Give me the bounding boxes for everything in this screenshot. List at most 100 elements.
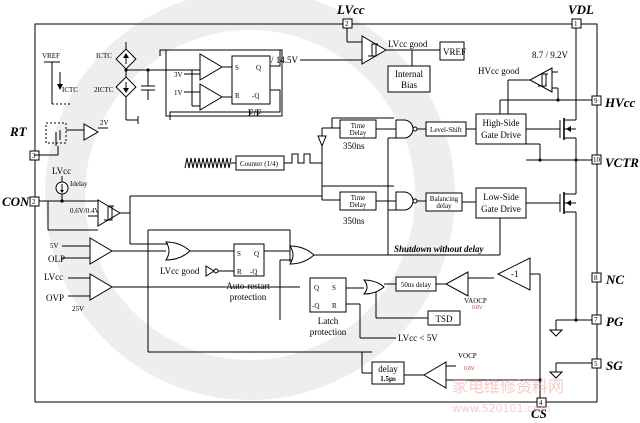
svg-text:protection: protection	[230, 292, 267, 302]
svg-text:Bias: Bias	[401, 80, 417, 90]
svg-text:-1: -1	[511, 269, 519, 279]
svg-text:VREF: VREF	[443, 47, 466, 57]
high-side-gate-drive	[475, 113, 527, 145]
auto-restart-latch	[233, 243, 265, 277]
svg-text:2: 2	[345, 20, 349, 28]
svg-text:Idelay: Idelay	[70, 180, 88, 188]
lvcc-uvlo: 11.3 / 14.5V LVcc good VREF Internal Bia…	[253, 28, 466, 93]
svg-text:2V: 2V	[100, 119, 109, 127]
svg-text:-Q: -Q	[252, 92, 259, 100]
svg-text:350ns: 350ns	[343, 141, 365, 151]
or-gate-shutdown	[289, 245, 315, 265]
svg-text:ICTC: ICTC	[96, 52, 112, 60]
svg-text:0.6V: 0.6V	[472, 305, 483, 311]
svg-text:11.3 / 14.5V: 11.3 / 14.5V	[253, 55, 298, 65]
svg-text:Time: Time	[351, 122, 366, 130]
pin-vctr: 10 VCTR	[591, 154, 639, 170]
svg-text:OLP: OLP	[48, 254, 65, 264]
svg-text:S: S	[332, 284, 336, 292]
and-gate-high	[395, 119, 414, 139]
svg-text:9: 9	[594, 97, 598, 105]
svg-text:LVcc: LVcc	[52, 166, 71, 176]
svg-text:R: R	[332, 302, 337, 310]
olp-comparator	[89, 237, 113, 265]
comparator-3v	[199, 53, 223, 81]
internal-bias-box	[387, 65, 431, 93]
oscillator: VREF ICTC 2V ICTC 2ICTC	[34, 42, 322, 171]
svg-text:5: 5	[594, 360, 598, 368]
svg-text:OVP: OVP	[46, 293, 64, 303]
svg-text:HVcc: HVcc	[604, 95, 636, 110]
svg-text:Level-Shift: Level-Shift	[430, 126, 462, 134]
pin-con: 2 CON	[2, 194, 40, 209]
or-gate-olp	[165, 241, 191, 261]
latch-protection	[309, 277, 347, 313]
svg-text:1: 1	[574, 20, 578, 28]
svg-text:TSD: TSD	[435, 314, 453, 324]
svg-text:F/F: F/F	[248, 108, 262, 118]
svg-text:5V: 5V	[50, 242, 59, 250]
comparator-1v	[199, 83, 223, 111]
svg-text:10: 10	[593, 156, 601, 164]
svg-text:Low-Side: Low-Side	[483, 192, 519, 202]
svg-text:VREF: VREF	[42, 52, 60, 60]
svg-text:Auto-restart: Auto-restart	[226, 281, 270, 291]
svg-text:8.7 / 9.2V: 8.7 / 9.2V	[532, 50, 569, 60]
svg-text:1.5μs: 1.5μs	[380, 375, 396, 383]
svg-text:www.520101.com: www.520101.com	[452, 402, 550, 415]
svg-text:2: 2	[32, 198, 36, 206]
svg-text:S: S	[237, 250, 241, 258]
hvcc-comparator	[528, 67, 553, 93]
tsd-box	[427, 310, 461, 326]
svg-text:-Q: -Q	[312, 302, 319, 310]
gate-drivers: High-Side Gate Drive Low-Side Gate Drive…	[475, 28, 592, 379]
svg-text:VAOCP: VAOCP	[464, 297, 487, 305]
aocp-comparator	[444, 271, 469, 297]
svg-text:Q: Q	[256, 64, 261, 72]
svg-text:Delay: Delay	[350, 201, 367, 209]
svg-text:Internal: Internal	[395, 69, 423, 79]
svg-text:VDL: VDL	[568, 2, 594, 17]
svg-text:HVcc good: HVcc good	[478, 66, 520, 76]
svg-text:3: 3	[32, 152, 36, 160]
ocp-comparator	[423, 361, 447, 389]
svg-text:R: R	[237, 268, 242, 276]
svg-text:0.6V/0.4V: 0.6V/0.4V	[70, 207, 100, 215]
svg-text:Gate Drive: Gate Drive	[481, 204, 521, 214]
svg-text:50ns delay: 50ns delay	[401, 281, 432, 289]
time-delay-chain: Time Delay 350ns Time Delay 350ns Level-…	[317, 117, 476, 226]
pin-nc: 8 NC	[591, 272, 624, 287]
svg-text:S: S	[235, 64, 239, 72]
svg-text:CS: CS	[531, 406, 547, 421]
svg-text:Latch: Latch	[318, 316, 339, 326]
svg-text:Balancing: Balancing	[430, 195, 459, 203]
svg-text:LVcc good: LVcc good	[388, 39, 428, 49]
svg-text:VCTR: VCTR	[605, 155, 639, 170]
vref-box	[439, 41, 465, 61]
or-gate-latch	[362, 279, 385, 295]
svg-text:LVcc: LVcc	[336, 2, 365, 17]
flip-flop	[231, 55, 271, 105]
svg-text:delay: delay	[378, 364, 398, 374]
svg-text:7: 7	[594, 316, 598, 324]
svg-text:NC: NC	[605, 272, 624, 287]
svg-text:CON: CON	[2, 194, 30, 209]
svg-text:Counter (1/4): Counter (1/4)	[240, 160, 279, 168]
lvcc-comparator	[361, 35, 387, 65]
svg-text:VOCP: VOCP	[458, 352, 477, 360]
svg-text:3V: 3V	[174, 71, 183, 79]
svg-text:Delay: Delay	[350, 129, 367, 137]
svg-text:25V: 25V	[72, 305, 84, 313]
pin-hvcc: 9 HVcc	[591, 95, 636, 110]
pin-cs: 4 CS	[531, 397, 547, 421]
svg-text:8: 8	[594, 274, 598, 282]
svg-text:-Q: -Q	[250, 268, 257, 276]
watermark: 家电维修资料网 www.520101.com	[452, 377, 564, 415]
svg-text:Q: Q	[314, 284, 319, 292]
svg-text:2ICTC: 2ICTC	[94, 86, 114, 94]
svg-text:4: 4	[539, 399, 543, 407]
svg-text:R: R	[235, 92, 240, 100]
svg-text:SG: SG	[606, 358, 623, 373]
